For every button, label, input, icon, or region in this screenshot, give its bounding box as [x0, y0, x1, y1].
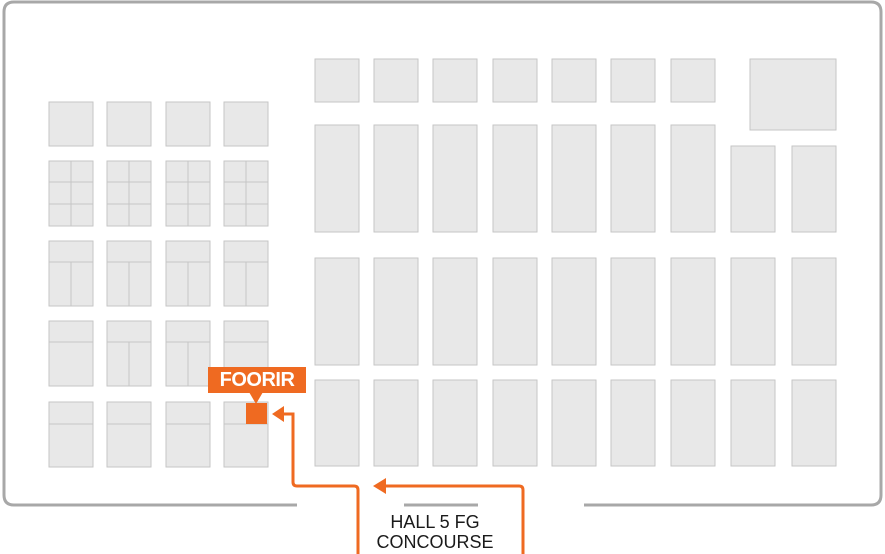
booth[interactable]: [106, 101, 152, 147]
booth[interactable]: [314, 58, 360, 103]
booth[interactable]: [730, 379, 776, 467]
booth[interactable]: [492, 58, 538, 103]
booth[interactable]: [165, 101, 211, 147]
booth[interactable]: [551, 379, 597, 467]
booth[interactable]: [373, 257, 419, 366]
booth[interactable]: [314, 124, 360, 233]
hall-label: HALL 5 FG CONCOURSE: [340, 512, 530, 552]
booth[interactable]: [373, 379, 419, 467]
booth[interactable]: [551, 124, 597, 233]
booth[interactable]: [492, 379, 538, 467]
booth[interactable]: [223, 101, 269, 147]
booth[interactable]: [432, 124, 478, 233]
booth[interactable]: [670, 257, 716, 366]
route-path-left: [284, 412, 360, 554]
booth[interactable]: [48, 320, 94, 387]
booth[interactable]: [492, 124, 538, 233]
booth[interactable]: [373, 124, 419, 233]
booth[interactable]: [610, 257, 656, 366]
booth[interactable]: [165, 401, 211, 468]
callout-pointer: [249, 392, 263, 404]
booth[interactable]: [48, 101, 94, 147]
booth[interactable]: [749, 58, 837, 131]
left-booth-block: [48, 101, 269, 468]
booth[interactable]: [730, 257, 776, 366]
booth[interactable]: [373, 58, 419, 103]
booth[interactable]: [314, 379, 360, 467]
booth[interactable]: [791, 379, 837, 467]
booth[interactable]: [670, 58, 716, 103]
booth[interactable]: [610, 58, 656, 103]
booth[interactable]: [730, 145, 776, 233]
booth[interactable]: [106, 401, 152, 468]
booth[interactable]: [492, 257, 538, 366]
booth[interactable]: [670, 124, 716, 233]
booth[interactable]: [314, 257, 360, 366]
booth[interactable]: [551, 257, 597, 366]
booth[interactable]: [551, 58, 597, 103]
booth[interactable]: [791, 257, 837, 366]
right-booth-block: [314, 58, 837, 467]
booth[interactable]: [432, 257, 478, 366]
booth[interactable]: [670, 379, 716, 467]
booth[interactable]: [432, 58, 478, 103]
booth[interactable]: [610, 379, 656, 467]
hall-label-line1: HALL 5 FG: [390, 512, 480, 532]
booth[interactable]: [610, 124, 656, 233]
route-path-right: [386, 484, 525, 554]
hall-label-line2: CONCOURSE: [376, 532, 494, 552]
route-arrowhead-left: [272, 406, 284, 422]
route-arrowhead-right: [373, 478, 386, 494]
booth[interactable]: [791, 145, 837, 233]
hall-wall: [2, 0, 883, 507]
booth[interactable]: [432, 379, 478, 467]
highlighted-booth[interactable]: [246, 403, 267, 424]
booth[interactable]: [48, 401, 94, 468]
brand-callout[interactable]: FOORIR: [208, 367, 306, 393]
